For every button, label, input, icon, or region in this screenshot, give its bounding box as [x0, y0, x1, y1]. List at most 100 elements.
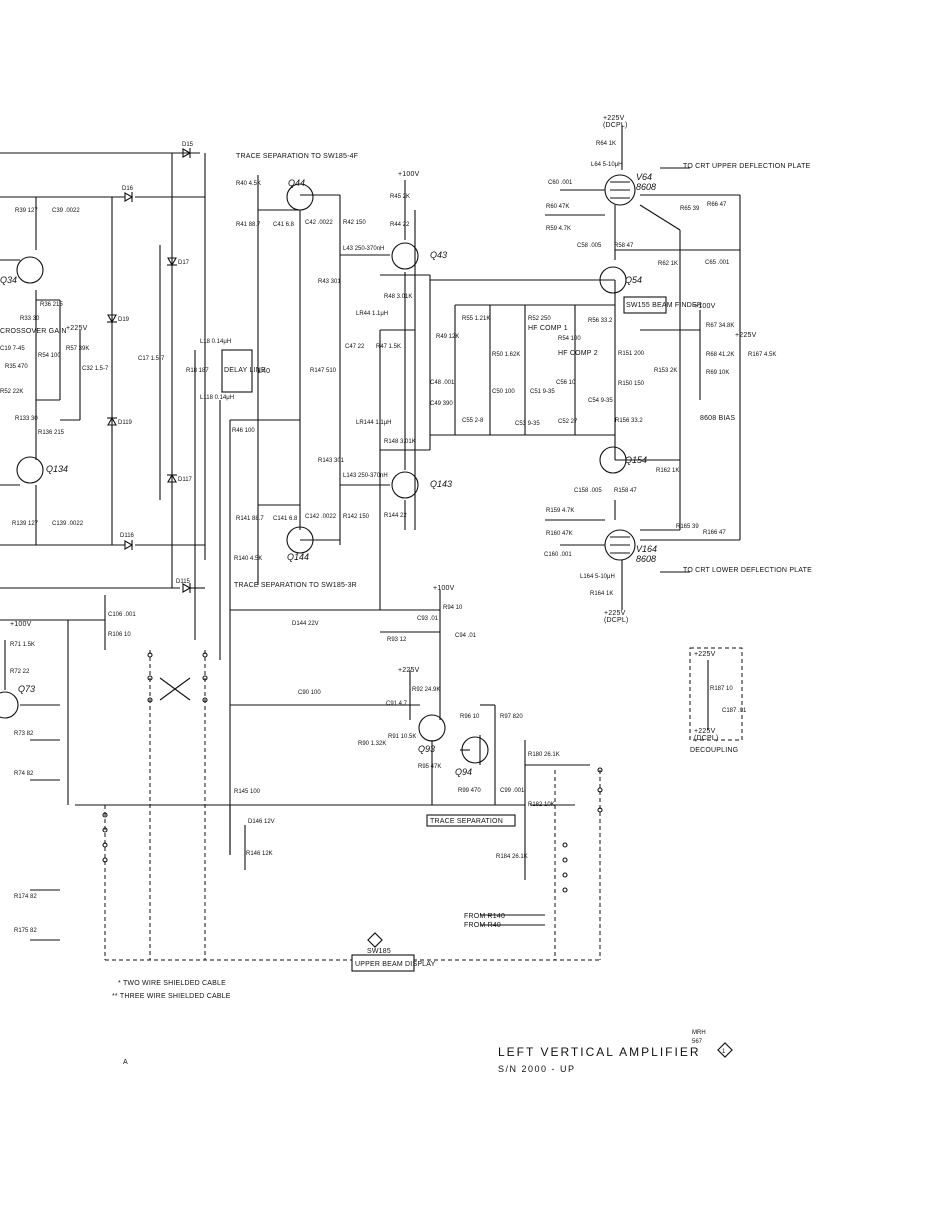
label-c49: C49 390 [430, 401, 453, 407]
title-code-top: MRH [692, 1030, 706, 1036]
label-c39: C39 .0022 [52, 208, 80, 214]
label-r36: R36 215 [40, 302, 63, 308]
rail-225-lower: +225V [398, 667, 420, 674]
label-r52-left: R52 22K [0, 389, 23, 395]
label-v64: V64 [636, 172, 652, 182]
label-r44: R44 22 [390, 222, 410, 228]
note-beam-finder: SW155 BEAM FINDER [626, 302, 702, 309]
label-r187: R187 10 [710, 686, 733, 692]
note-decoupling: DECOUPLING [690, 747, 738, 754]
label-q143: Q143 [430, 479, 452, 489]
lower-center-wiring [105, 590, 590, 926]
label-r184: R184 26.1K [496, 854, 528, 860]
label-r60: R60 47K [546, 204, 569, 210]
label-r94: R94 10 [443, 605, 463, 611]
label-v164: V164 [636, 544, 657, 554]
label-r106: R106 10 [108, 632, 131, 638]
label-l143: L143 250-370nH [343, 473, 388, 479]
label-r62: R62 1K [658, 261, 678, 267]
label-l18: L18 0.14μH [200, 339, 231, 345]
label-r151: R151 200 [618, 351, 645, 357]
label-d119: D119 [118, 420, 133, 426]
beam-finder-box [623, 296, 667, 314]
label-l64: L64 5-10μH [591, 162, 622, 168]
label-r150: R150 150 [618, 381, 645, 387]
label-l44: LR44 1.1μH [356, 311, 388, 317]
label-r54-left: R54 100 [38, 353, 61, 359]
label-q93: Q93 [418, 744, 435, 754]
label-r174: R174 82 [14, 894, 37, 900]
label-c91: C91 4.7 [386, 701, 408, 707]
center-transistors [286, 183, 419, 554]
label-c65: C65 .001 [705, 260, 730, 266]
label-l118: L118 0.14μH [200, 395, 234, 401]
note-trace-separation: TRACE SEPARATION [430, 818, 503, 825]
rail-225-right: +225V [735, 332, 757, 339]
left-transistors [0, 256, 44, 719]
label-c93: C93 .01 [417, 616, 439, 622]
label-c60: C60 .001 [548, 180, 573, 186]
note-trace-sep-bottom: TRACE SEPARATION TO SW185-3R [234, 582, 357, 589]
label-c141: C141 6.8 [273, 516, 298, 522]
title-serial: S/N 2000 - UP [498, 1064, 576, 1074]
label-c139: C139 .0022 [52, 521, 84, 527]
label-c53: C53 9-35 [515, 421, 540, 427]
title-main: LEFT VERTICAL AMPLIFIER [498, 1045, 701, 1059]
label-r140: R140 4.5K [234, 556, 262, 562]
label-r73: R73 82 [14, 731, 34, 737]
label-d117: D117 [178, 477, 193, 483]
label-r156: R156 33.2 [615, 418, 643, 424]
label-r143: R143 301 [318, 458, 345, 464]
label-c19: C19 7-45 [0, 346, 25, 352]
label-r47: R47 1.5K [376, 344, 401, 350]
right-wiring [545, 125, 741, 610]
revision-diamond-icon [717, 1042, 733, 1058]
label-r182: R182 10K [528, 802, 555, 808]
label-r41: R41 88.7 [236, 222, 261, 228]
output-transistors-and-tubes [599, 174, 636, 561]
label-v64-type: 8608 [636, 182, 656, 192]
hf-comp-network [454, 280, 616, 460]
label-r33: R33 30 [20, 316, 40, 322]
label-c54: C54 9-35 [588, 398, 613, 404]
note-from-r40: FROM R40 [464, 922, 501, 929]
decoupling-box [689, 647, 743, 741]
label-c47: C47 22 [345, 344, 365, 350]
label-r164: R164 1K [590, 591, 613, 597]
label-r160: R160 47K [546, 531, 573, 537]
label-lr144: LR144 1.1μH [356, 420, 391, 426]
label-r57: R57 39K [66, 346, 89, 352]
rail-top-dcpl: (DCPL) [603, 122, 628, 129]
rail-bottom-225: +225V [604, 610, 626, 617]
label-r133: R133 30 [15, 416, 38, 422]
rail-100-lower: +100V [433, 585, 455, 592]
diodes [107, 148, 192, 593]
lower-left-wiring [0, 595, 106, 941]
label-r18: R18 187 [186, 368, 209, 374]
label-d144: D144 22V [292, 621, 319, 627]
note-crossover: CROSSOVER GAIN [0, 328, 67, 335]
note-from-r140: FROM R140 [464, 913, 505, 920]
label-r144: R144 22 [384, 513, 407, 519]
footnote-1: * TWO WIRE SHIELDED CABLE [118, 980, 226, 987]
note-upper-beam-display: UPPER BEAM DISPLAY [355, 961, 436, 968]
label-r148: R148 3.01K [384, 439, 416, 445]
label-r39: R39 127 [15, 208, 38, 214]
label-r99: R99 470 [458, 788, 481, 794]
label-c58: C58 .005 [577, 243, 602, 249]
label-c50: C50 100 [492, 389, 515, 395]
label-q94: Q94 [455, 767, 472, 777]
label-r71: R71 1.5K [10, 642, 35, 648]
lower-transistors [418, 714, 489, 764]
label-q44: Q44 [288, 178, 305, 188]
label-d17: D17 [178, 260, 190, 266]
rail-100-lower-left: +100V [10, 621, 32, 628]
label-r92: R92 24.9K [412, 687, 440, 693]
label-r153: R153 2K [654, 368, 677, 374]
label-r65: R65 39 [680, 206, 700, 212]
label-c56: C56 10 [556, 380, 576, 386]
label-r142: R142 150 [343, 514, 370, 520]
label-r91: R91 10.5K [388, 734, 416, 740]
rail-dcpl-dec: (DCPL) [694, 735, 719, 742]
